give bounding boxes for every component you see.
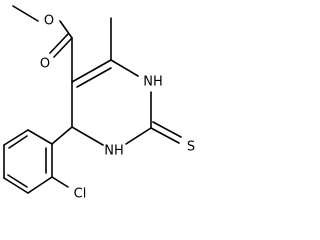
thione-double-bond-a xyxy=(150,127,180,144)
ring-bond-c2-n3 xyxy=(125,127,152,145)
nh-bottom-label: NH xyxy=(104,144,124,159)
thione-double-bond-b xyxy=(152,121,182,138)
carbonyl-double-bond-b xyxy=(49,33,69,54)
phenyl-inner-bond-3 xyxy=(8,135,28,149)
chemical-structure: O O NH NH S Cl xyxy=(3,5,195,202)
carbonyl-double-bond-a xyxy=(53,37,73,58)
ring-bond-n3-c4 xyxy=(71,126,104,146)
ester-oxygen-label: O xyxy=(44,14,54,29)
phenyl-bond-6 xyxy=(27,129,53,145)
ring-bond-c6-n1 xyxy=(110,59,139,77)
ester-o-to-carbonyl-bond xyxy=(59,20,73,39)
chlorine-bond xyxy=(51,176,69,188)
chlorine-label: Cl xyxy=(74,187,87,202)
methoxy-methyl-bond xyxy=(12,5,39,22)
thione-sulfur-label: S xyxy=(187,140,195,155)
phenyl-inner-bond-2 xyxy=(7,174,28,188)
ring-bond-c5-c6 xyxy=(71,59,112,83)
phenyl-bond-5 xyxy=(3,129,29,146)
ring-bond-c5-c6-inner xyxy=(76,67,112,88)
nh-top-label: NH xyxy=(143,75,163,90)
phenyl-bond-2 xyxy=(27,176,53,194)
carbonyl-oxygen-label: O xyxy=(40,57,50,72)
phenyl-bond-3 xyxy=(3,177,29,194)
aryl-attachment-bond xyxy=(51,126,73,145)
